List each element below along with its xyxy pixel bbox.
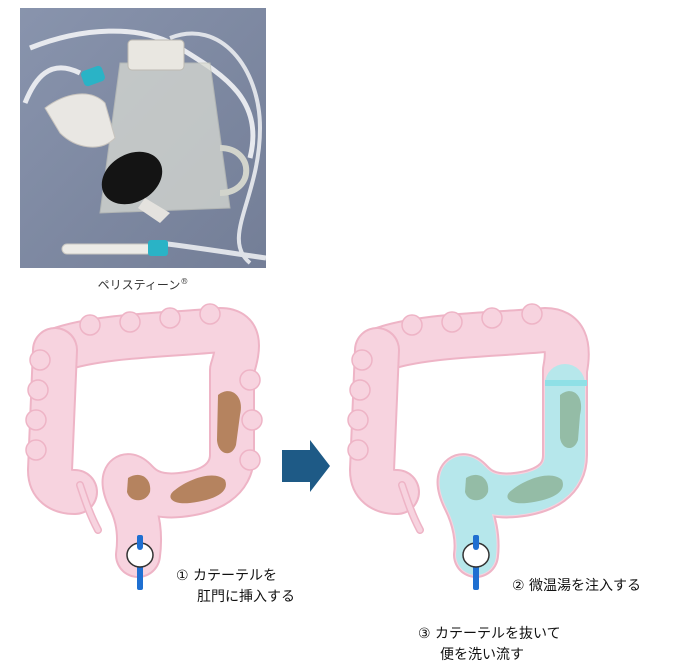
peristeen-product-photo: [20, 8, 266, 268]
colon-after: [347, 303, 590, 590]
photo-caption: ペリスティーン®: [20, 276, 266, 293]
arrow-icon: [282, 440, 330, 492]
step-3-line1: カテーテルを抜いて: [435, 626, 561, 642]
step-3-marker: ③: [418, 626, 431, 642]
photo-caption-text: ペリスティーン: [97, 278, 181, 292]
step-1-line1: カテーテルを: [193, 568, 278, 584]
water-fill-right: [439, 364, 585, 575]
step-1-marker: ①: [176, 568, 189, 584]
stool-left: [127, 391, 241, 504]
step-2-marker: ②: [512, 578, 525, 594]
colon-before: [25, 303, 263, 590]
step-1-line2: 肛門に挿入する: [197, 589, 295, 605]
registered-mark: ®: [180, 277, 189, 286]
step-2-line1: 微温湯を注入する: [529, 578, 642, 594]
catheter-left: [126, 535, 154, 590]
step-1-label: ① カテーテルを 肛門に挿入する: [176, 566, 295, 608]
step-3-line2: 便を洗い流す: [440, 647, 524, 663]
stool-right: [465, 391, 582, 504]
step-2-label: ② 微温湯を注入する: [512, 576, 641, 597]
catheter-right: [462, 535, 490, 590]
step-3-label: ③ カテーテルを抜いて 便を洗い流す: [418, 624, 561, 666]
